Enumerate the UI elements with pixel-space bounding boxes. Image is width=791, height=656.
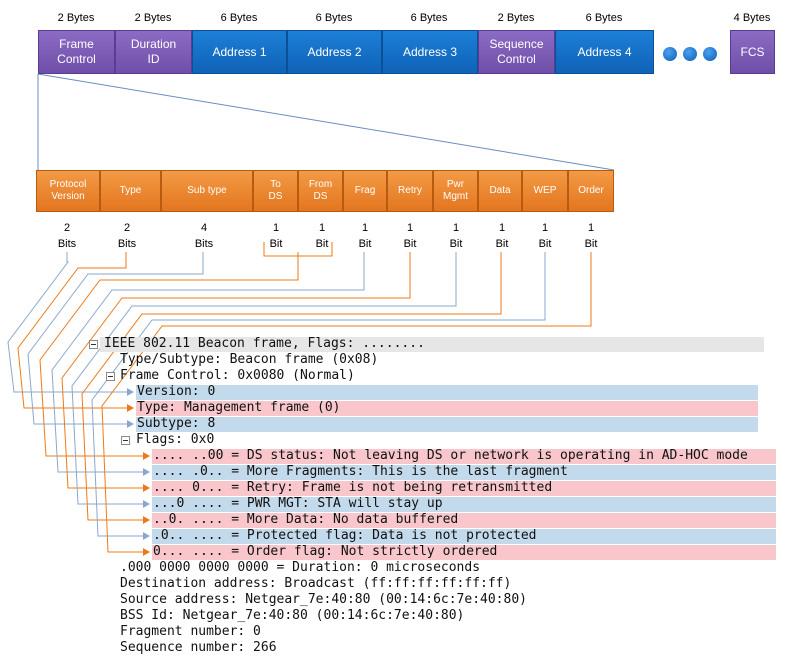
wire-more-fragments <box>51 252 365 473</box>
collapse-toggle-icon[interactable] <box>121 436 130 445</box>
arrowhead <box>127 404 134 412</box>
decode-row-retry: .... 0... = Retry: Frame is not being re… <box>153 480 553 495</box>
decode-row-frame-control: Frame Control: 0x0080 (Normal) <box>120 368 355 383</box>
route-arrows <box>127 388 150 556</box>
row-highlight <box>136 385 758 400</box>
wire-subtype <box>27 252 204 425</box>
fc-type: Type <box>100 170 161 212</box>
wire-ds-status <box>39 252 299 457</box>
row-highlight <box>136 401 758 416</box>
decode-row-duration: .000 0000 0000 0000 = Duration: 0 micros… <box>120 560 481 575</box>
bits-order: 1 Bit <box>584 222 598 250</box>
ellipsis-dot <box>663 47 677 61</box>
decode-row-bss-id: BSS Id: Netgear_7e:40:80 (00:14:6c:7e:40… <box>120 608 465 623</box>
bits-pwr-mgmt: 1 Bit <box>449 222 463 250</box>
bits-protocol-version: 2 Bits <box>57 222 77 250</box>
field-address-3: Address 3 <box>382 30 478 74</box>
bits-frag: 1 Bit <box>358 222 372 250</box>
wire-order <box>101 252 592 553</box>
decode-row-pwr-mgt: ...0 .... = PWR MGT: STA will stay up <box>153 496 443 511</box>
bytes-label-sequence-control: 2 Bytes <box>497 12 535 24</box>
arrowhead <box>143 484 150 492</box>
decode-row-ds-status: .... ..00 = DS status: Not leaving DS or… <box>153 448 748 463</box>
field-address-4: Address 4 <box>555 30 654 74</box>
decode-row-order: 0... .... = Order flag: Not strictly ord… <box>153 544 498 559</box>
wire-version <box>7 252 128 393</box>
decode-row-fragment-number: Fragment number: 0 <box>120 624 261 639</box>
wire-type <box>17 252 128 409</box>
fc-order: Order <box>568 170 614 212</box>
fc-subtype: Sub type <box>161 170 253 212</box>
arrowhead <box>143 468 150 476</box>
field-address-2: Address 2 <box>287 30 382 74</box>
wire-protected <box>91 252 546 537</box>
bits-to-ds: 1 Bit <box>269 222 283 250</box>
bytes-label-duration: 2 Bytes <box>134 12 172 24</box>
row-highlight <box>152 465 776 480</box>
wire-retry <box>61 252 411 489</box>
bytes-label-address-1: 6 Bytes <box>220 12 258 24</box>
field-duration-id: Duration ID <box>115 30 192 74</box>
fc-frag: Frag <box>343 170 387 212</box>
field-fcs: FCS <box>730 30 775 74</box>
zoom-line-right <box>37 73 615 171</box>
field-frame-control: Frame Control <box>38 30 115 74</box>
row-highlight <box>152 497 776 512</box>
fc-to-ds: To DS <box>253 170 298 212</box>
bits-from-ds: 1 Bit <box>315 222 329 250</box>
field-sequence-control: Sequence Control <box>478 30 555 74</box>
bits-subtype: 4 Bits <box>194 222 214 250</box>
arrowhead <box>127 388 134 396</box>
arrowhead <box>127 420 134 428</box>
bytes-label-frame-control: 2 Bytes <box>57 12 95 24</box>
route-lines <box>7 252 592 553</box>
arrowhead <box>143 532 150 540</box>
decode-row-subtype: Subtype: 8 <box>137 416 216 431</box>
decode-row-destination: Destination address: Broadcast (ff:ff:ff… <box>120 576 512 591</box>
fc-data: Data <box>478 170 522 212</box>
ellipsis-dot <box>703 47 717 61</box>
decode-row-protected: .0.. .... = Protected flag: Data is not … <box>153 528 537 543</box>
bits-type: 2 Bits <box>117 222 137 250</box>
row-highlight <box>152 513 776 528</box>
row-highlight <box>136 417 758 432</box>
arrowhead <box>143 452 150 460</box>
bytes-label-address-2: 6 Bytes <box>315 12 353 24</box>
row-highlight <box>152 545 776 560</box>
decode-row-type: Type: Management frame (0) <box>137 400 341 415</box>
fc-retry: Retry <box>387 170 433 212</box>
decode-row-frame: IEEE 802.11 Beacon frame, Flags: .......… <box>104 336 425 351</box>
collapse-toggle-icon[interactable] <box>106 372 115 381</box>
bits-retry: 1 Bit <box>403 222 417 250</box>
row-highlight <box>152 529 776 544</box>
fc-protocol-version: Protocol Version <box>36 170 100 212</box>
arrowhead <box>143 500 150 508</box>
fc-from-ds: From DS <box>298 170 343 212</box>
arrowhead <box>143 548 150 556</box>
row-highlight <box>152 449 776 464</box>
decode-row-version: Version: 0 <box>137 384 216 399</box>
arrowhead <box>143 516 150 524</box>
bits-wep: 1 Bit <box>538 222 552 250</box>
bytes-label-address-3: 6 Bytes <box>410 12 448 24</box>
decode-row-more-fragments: .... .0.. = More Fragments: This is the … <box>153 464 568 479</box>
bits-data: 1 Bit <box>495 222 509 250</box>
decode-row-sequence-number: Sequence number: 266 <box>120 640 277 655</box>
field-address-1: Address 1 <box>192 30 287 74</box>
bytes-label-address-4: 6 Bytes <box>585 12 623 24</box>
decode-row-source: Source address: Netgear_7e:40:80 (00:14:… <box>120 592 527 607</box>
row-highlight <box>100 337 764 352</box>
decode-row-type-subtype: Type/Subtype: Beacon frame (0x08) <box>120 352 379 367</box>
decode-row-flags: Flags: 0x0 <box>136 432 215 447</box>
fc-wep: WEP <box>522 170 568 212</box>
fc-pwr-mgmt: Pwr Mgmt <box>433 170 478 212</box>
collapse-toggle-icon[interactable] <box>89 340 98 349</box>
bytes-label-fcs: 4 Bytes <box>733 12 771 24</box>
ellipsis-dot <box>683 47 697 61</box>
decode-row-more-data: ..0. .... = More Data: No data buffered <box>153 512 459 527</box>
row-highlight <box>152 481 776 496</box>
